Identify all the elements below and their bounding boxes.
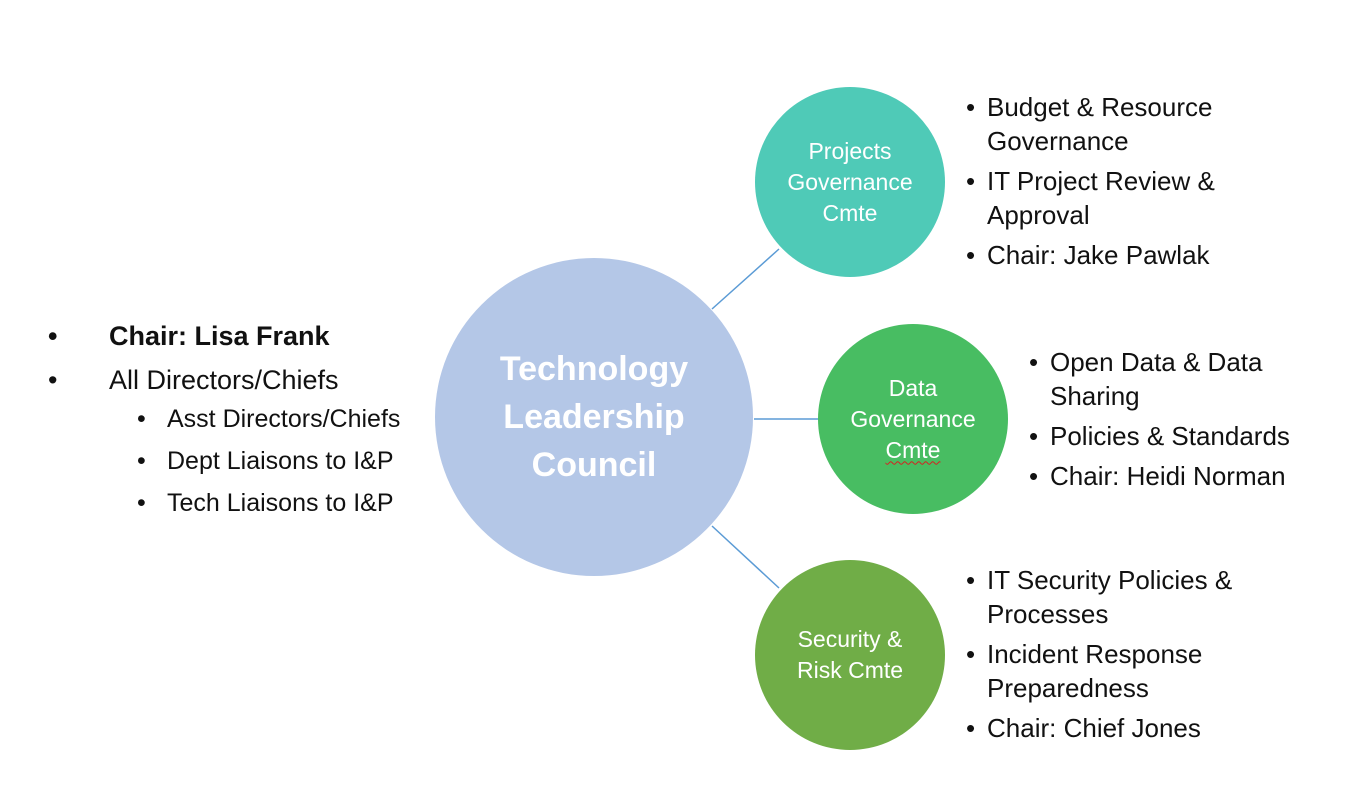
security-chair-item: Chair: Chief Jones [966, 711, 1266, 745]
council-members-item: All Directors/Chiefs Asst Directors/Chie… [48, 362, 400, 520]
projects-bullet: Budget & Resource Governance [966, 90, 1266, 158]
projects-line: Projects [808, 137, 892, 164]
projects-committee-circle: Projects Governance Cmte [755, 87, 945, 277]
data-bullet: Policies & Standards [1029, 419, 1329, 453]
security-bullet: IT Security Policies & Processes [966, 563, 1266, 631]
council-line: Technology [499, 350, 689, 388]
projects-committee-list: Budget & Resource Governance IT Project … [966, 90, 1266, 272]
security-committee-list: IT Security Policies & Processes Inciden… [966, 563, 1266, 745]
security-bullet: Incident Response Preparedness [966, 637, 1266, 705]
council-line: Leadership [503, 398, 685, 436]
council-members-label: All Directors/Chiefs [109, 365, 339, 395]
council-sub-item: Dept Liaisons to I&P [109, 444, 400, 478]
data-line: Cmte [850, 435, 975, 466]
projects-line: Cmte [822, 199, 878, 226]
data-committee-label: Data Governance Cmte [850, 373, 975, 466]
data-committee-list: Open Data & Data Sharing Policies & Stan… [1029, 345, 1329, 493]
connector-projects [711, 248, 780, 310]
chair-prefix: Chair: [1050, 461, 1127, 491]
data-line: Data [888, 374, 938, 401]
council-sub-item: Asst Directors/Chiefs [109, 402, 400, 436]
spellcheck-word: Cmte [885, 436, 941, 463]
council-chair-item: Chair: Lisa Frank [48, 318, 400, 354]
chair-name: Jake Pawlak [1063, 240, 1210, 270]
council-line: Council [531, 446, 657, 484]
chair-prefix: Chair: [987, 240, 1064, 270]
security-line: Security & [797, 626, 903, 652]
projects-bullet: IT Project Review & Approval [966, 164, 1266, 232]
council-label: Technology Leadership Council [500, 345, 688, 489]
projects-committee-label: Projects Governance Cmte [787, 136, 912, 229]
connector-security [711, 525, 780, 589]
council-circle: Technology Leadership Council [435, 258, 753, 576]
council-sub-list: Asst Directors/Chiefs Dept Liaisons to I… [109, 402, 400, 520]
chair-name: Heidi Norman [1126, 461, 1286, 491]
council-members-list: Chair: Lisa Frank All Directors/Chiefs A… [48, 318, 400, 520]
security-committee-label: Security & Risk Cmte [797, 624, 903, 686]
data-committee-circle: Data Governance Cmte [818, 324, 1008, 514]
chair-name: Chief Jones [1063, 713, 1201, 743]
chair-prefix: Chair: [987, 713, 1064, 743]
council-sub-item: Tech Liaisons to I&P [109, 486, 400, 520]
projects-line: Governance [787, 168, 913, 195]
data-bullet: Open Data & Data Sharing [1029, 345, 1329, 413]
data-line: Governance [850, 405, 976, 432]
security-committee-circle: Security & Risk Cmte [755, 560, 945, 750]
data-chair-item: Chair: Heidi Norman [1029, 459, 1329, 493]
security-line: Risk Cmte [796, 657, 904, 683]
projects-chair-item: Chair: Jake Pawlak [966, 238, 1266, 272]
